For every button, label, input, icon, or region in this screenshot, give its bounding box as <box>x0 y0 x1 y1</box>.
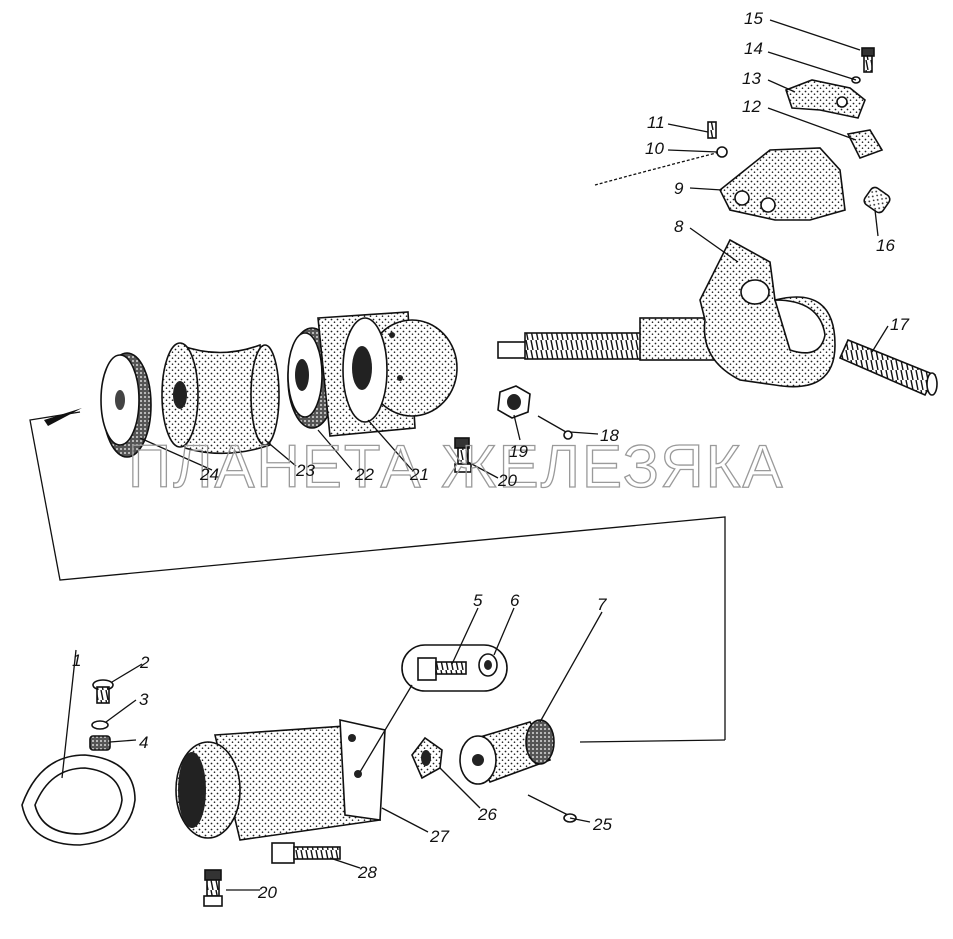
part-24-washer <box>100 352 152 458</box>
label-13: 13 <box>742 69 761 88</box>
part-8-hook <box>497 238 836 388</box>
part-9-latch <box>718 147 846 221</box>
label-1: 1 <box>72 651 81 670</box>
part-4-nut <box>89 735 111 751</box>
label-4: 4 <box>139 733 148 752</box>
label-7: 7 <box>597 595 607 614</box>
part-5-bolt <box>417 657 467 681</box>
part-13-lever <box>784 79 866 119</box>
part-number-labels: 15 14 13 12 11 10 9 16 8 17 18 19 20 21 … <box>72 9 909 902</box>
label-23: 23 <box>295 461 315 480</box>
label-26: 26 <box>477 805 497 824</box>
leader-lines <box>61 19 889 891</box>
label-20-lower: 20 <box>257 883 277 902</box>
label-14: 14 <box>744 39 763 58</box>
label-24: 24 <box>199 465 219 484</box>
label-10: 10 <box>645 139 664 158</box>
label-18: 18 <box>600 426 619 445</box>
part-1-cap <box>21 754 136 846</box>
label-20-upper: 20 <box>497 471 517 490</box>
label-21: 21 <box>409 465 429 484</box>
label-12: 12 <box>742 97 761 116</box>
label-22: 22 <box>354 465 374 484</box>
label-27: 27 <box>429 827 449 846</box>
part-18-cotter-pin <box>537 415 573 440</box>
label-3: 3 <box>139 690 149 709</box>
part-3-spring-washer <box>91 720 109 730</box>
label-15: 15 <box>744 9 763 28</box>
label-16: 16 <box>876 236 895 255</box>
part-20-grease-fitting-lower <box>203 869 223 907</box>
part-27-housing <box>175 718 386 841</box>
label-28: 28 <box>357 863 377 882</box>
part-26-lock-washer <box>411 736 443 780</box>
part-7-castle-nut <box>459 719 555 785</box>
watermark: ПЛАНЕТА ЖЕЛЕЗЯКА <box>128 433 785 500</box>
label-2: 2 <box>139 653 150 672</box>
part-15-bolt <box>861 47 875 73</box>
part-6-washer <box>478 653 498 677</box>
label-5: 5 <box>473 591 483 610</box>
label-17: 17 <box>890 315 909 334</box>
part-2-screw <box>92 679 114 704</box>
label-6: 6 <box>510 591 520 610</box>
part-11-screw <box>707 121 717 139</box>
part-28-bolt <box>271 842 341 864</box>
assembly-path-line <box>29 408 726 743</box>
label-25: 25 <box>592 815 612 834</box>
label-11: 11 <box>647 113 665 132</box>
part-23-rubber-buffer <box>161 342 280 455</box>
part-17-pin <box>838 338 938 397</box>
label-8: 8 <box>674 217 684 236</box>
label-19: 19 <box>509 442 528 461</box>
part-20-grease-fitting-upper <box>454 437 472 473</box>
part-16-bushing <box>863 186 891 214</box>
part-12-lock-plate <box>846 129 884 159</box>
part-21-housing <box>317 311 458 437</box>
label-9: 9 <box>674 179 684 198</box>
part-19-castle-nut <box>497 385 531 419</box>
part-25-cotter-pin <box>527 794 577 823</box>
